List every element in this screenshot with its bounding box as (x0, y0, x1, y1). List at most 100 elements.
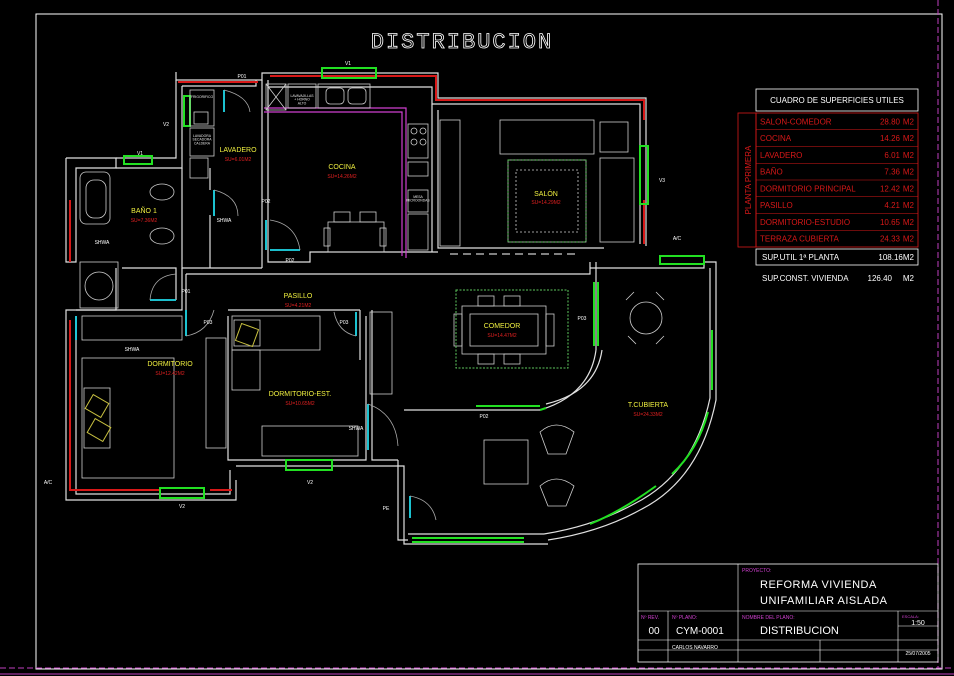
title-block-frame (637, 563, 939, 663)
tag-ac-right: A/C (673, 236, 682, 242)
tag-v2-bottom-b: V2 (307, 480, 313, 486)
surface-row-unit: M2 (903, 201, 915, 210)
room-name-dormitorio-est: DORMITORIO-EST. (269, 391, 332, 398)
surface-row-unit: M2 (903, 134, 915, 143)
rugs (455, 159, 587, 369)
name-value: DISTRIBUCION (760, 625, 839, 637)
room-area-terraza: SU=24.33M2 (633, 412, 663, 418)
room-name-lavadero: LAVADERO (219, 147, 257, 154)
surface-row-value: 7.36 (884, 168, 900, 177)
tag-p02-lavadero: P02 (262, 199, 271, 205)
title-block: PROYECTO: REFORMA VIVIENDA UNIFAMILIAR A… (637, 563, 939, 663)
tag-v2-left: V2 (163, 122, 169, 128)
door-swings (149, 89, 437, 521)
surface-row-value: 14.26 (880, 134, 901, 143)
tag-p03-c: P03 (578, 316, 587, 322)
project-label: PROYECTO: (742, 568, 771, 574)
project-line-1: REFORMA VIVIENDA (760, 579, 877, 591)
surface-row-name: COCINA (760, 134, 792, 143)
surface-row-name: LAVADERO (760, 151, 802, 160)
surface-row-value: 10.65 (880, 218, 901, 227)
room-name-terraza: T.CUBIERTA (628, 402, 669, 409)
room-name-salon: SALÓN (534, 189, 558, 198)
surface-row-unit: M2 (903, 151, 915, 160)
surfaces-const-value: 126.40 (868, 274, 893, 283)
room-area-pasillo: SU=4.21M2 (285, 303, 312, 309)
room-name-comedor: COMEDOR (484, 323, 521, 330)
tag-shwa-3: SHWA (125, 347, 140, 353)
surface-row-name: PASILLO (760, 201, 793, 210)
room-name-pasillo: PASILLO (284, 293, 313, 300)
furniture (79, 83, 665, 507)
surfaces-table: CUADRO DE SUPERFICIES UTILES PLANTA PRIM… (737, 88, 919, 283)
surfaces-heading: CUADRO DE SUPERFICIES UTILES (770, 96, 904, 105)
tag-pe: PE (383, 506, 390, 512)
surfaces-heading-box (755, 88, 919, 112)
tag-p03-a: P03 (204, 320, 213, 326)
room-area-salon: SU=14.29M2 (531, 200, 561, 206)
surfaces-total-value: 108.16M2 (878, 253, 914, 262)
rev-label: Nº REV. (641, 615, 659, 621)
name-label: NOMBRE DEL PLANO: (742, 615, 795, 621)
surface-row-name: BAÑO (760, 168, 783, 177)
date-value: 25/07/2005 (905, 651, 930, 657)
tag-shwa-4: SHWA (349, 426, 364, 432)
tag-ac-left: A/C (44, 480, 53, 486)
room-name-bano: BAÑO 1 (131, 206, 157, 215)
opening-tags: V1 P01 V2 V1 P02 P02 P01 P03 P03 P03 V3 … (44, 61, 682, 512)
windows (123, 67, 713, 543)
doors (75, 90, 411, 518)
surfaces-const-unit: M2 (903, 274, 915, 283)
surface-row-value: 4.21 (884, 201, 900, 210)
tag-v1-top: V1 (345, 61, 351, 67)
tag-p03-b: P03 (340, 320, 349, 326)
project-line-2: UNIFAMILIAR AISLADA (760, 595, 888, 607)
surfaces-total-label: SUP.UTIL 1ª PLANTA (762, 253, 840, 262)
author-name: CARLOS NAVARRO (672, 645, 718, 651)
surface-row-value: 12.42 (880, 184, 901, 193)
tag-p02-cocina: P02 (286, 258, 295, 264)
surfaces-side-label: PLANTA PRIMERA (744, 145, 753, 214)
room-area-cocina: SU=14.26M2 (327, 174, 357, 180)
room-name-cocina: COCINA (328, 164, 356, 171)
surface-row-unit: M2 (903, 235, 915, 244)
room-area-comedor: SU=14.47M2 (487, 333, 517, 339)
drawing-frame (35, 13, 943, 670)
scale-value: 1:50 (911, 620, 925, 627)
surface-row-value: 24.33 (880, 235, 901, 244)
tag-p02-terraza: P02 (480, 414, 489, 420)
room-area-dormitorio: SU=12.42M2 (155, 371, 185, 377)
rev-value: 00 (648, 626, 660, 637)
room-labels: LAVADERO SU=6.01M2 COCINA SU=14.26M2 SAL… (131, 147, 669, 418)
surface-row-name: SALON-COMEDOR (760, 117, 832, 126)
surfaces-total-box (755, 248, 919, 266)
tag-shwa-2: SHWA (217, 218, 232, 224)
surface-row-name: TERRAZA CUBIERTA (760, 235, 839, 244)
surface-row-value: 6.01 (884, 151, 900, 160)
tag-v1-bano: V1 (137, 151, 143, 157)
drawing-title: DISTRIBUCION (371, 30, 553, 55)
plan-label: Nº PLANO: (672, 615, 697, 621)
tag-shwa-1: SHWA (95, 240, 110, 246)
tag-p01: P01 (238, 74, 247, 80)
room-area-bano: SU=7.36M2 (131, 218, 158, 224)
walls (65, 72, 717, 545)
surface-row-unit: M2 (903, 184, 915, 193)
surface-row-name: DORMITORIO PRINCIPAL (760, 184, 856, 193)
surface-row-name: DORMITORIO-ESTUDIO (760, 218, 850, 227)
surface-row-unit: M2 (903, 168, 915, 177)
tag-frigo: FRIGORIFICO (191, 95, 214, 99)
surfaces-const-label: SUP.CONST. VIVIENDA (762, 274, 849, 283)
scale-label: ESCALA: (902, 614, 919, 619)
tag-v3: V3 (659, 178, 665, 184)
tag-v2-bottom-a: V2 (179, 504, 185, 510)
room-area-lavadero: SU=6.01M2 (225, 157, 252, 163)
plants (84, 322, 260, 443)
